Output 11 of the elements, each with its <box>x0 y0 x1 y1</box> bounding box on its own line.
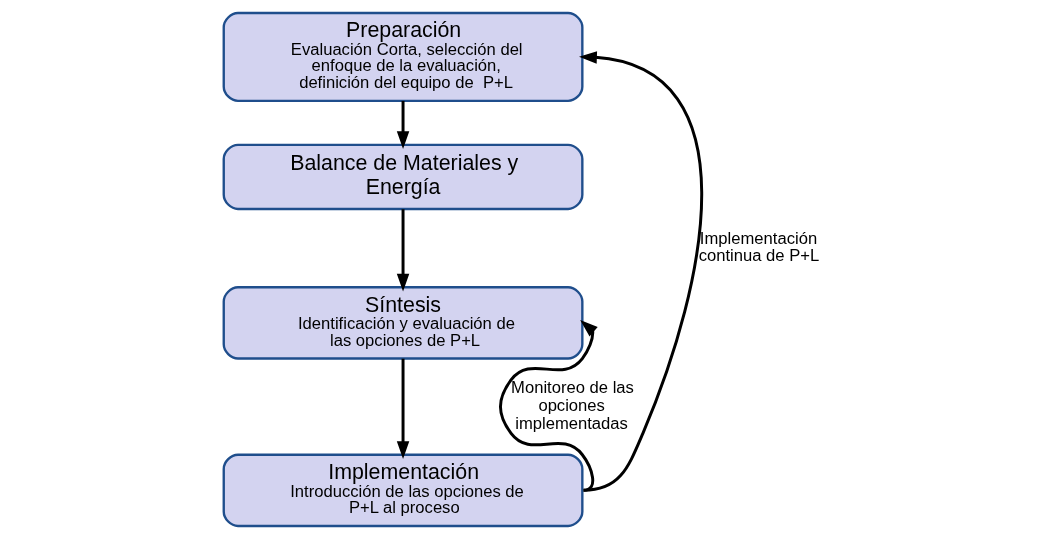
arrow <box>499 319 598 492</box>
arrow <box>396 358 410 460</box>
arrow <box>396 209 410 292</box>
node-box: Preparación Evaluación Corta, selección del enfoque de la evaluación, definición del equipo de P+L <box>222 11 584 103</box>
node-box: Balance de Materiales y Energía <box>222 143 584 211</box>
node-box: Síntesis Identificación y evaluación de las opciones de P+L <box>222 286 584 360</box>
arrow <box>579 51 704 492</box>
edge-label: Monitoreo de las opciones implementadas <box>511 378 634 433</box>
edge-label: Implementación continua de P+L <box>698 228 820 266</box>
node-box: Implementación Introducción de las opciones de P+L al proceso <box>222 453 584 528</box>
arrow <box>396 100 410 150</box>
